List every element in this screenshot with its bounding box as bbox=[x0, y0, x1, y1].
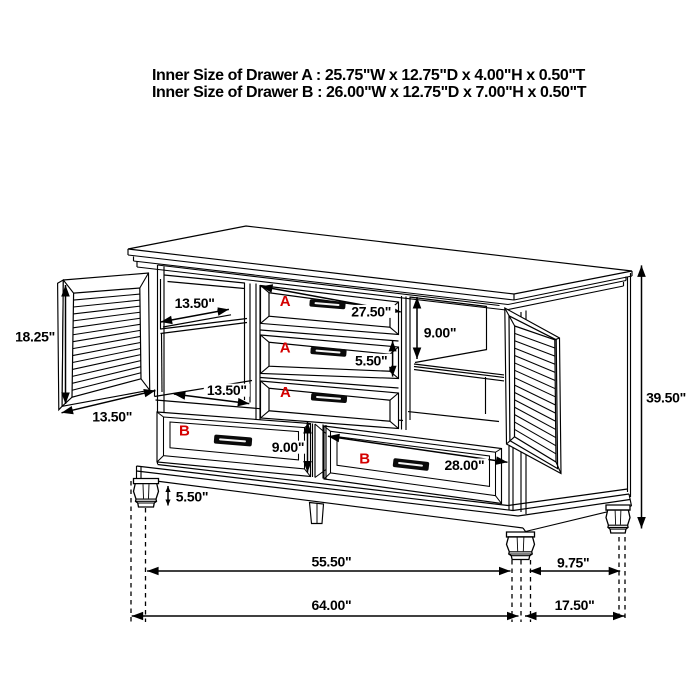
svg-text:9.00": 9.00" bbox=[424, 324, 456, 340]
svg-text:A: A bbox=[280, 339, 291, 356]
svg-text:B: B bbox=[359, 451, 370, 468]
svg-text:B: B bbox=[179, 422, 190, 439]
svg-text:A: A bbox=[280, 293, 291, 310]
svg-text:5.50": 5.50" bbox=[176, 489, 208, 505]
svg-text:18.25": 18.25" bbox=[15, 329, 55, 345]
svg-text:28.00": 28.00" bbox=[444, 457, 484, 473]
svg-text:9.00": 9.00" bbox=[272, 439, 304, 455]
svg-text:A: A bbox=[280, 384, 291, 401]
svg-text:55.50": 55.50" bbox=[311, 553, 351, 569]
svg-text:5.50": 5.50" bbox=[355, 352, 387, 368]
svg-text:27.50": 27.50" bbox=[351, 303, 391, 319]
svg-text:13.50": 13.50" bbox=[92, 409, 132, 425]
svg-text:13.50": 13.50" bbox=[175, 295, 215, 311]
svg-text:9.75": 9.75" bbox=[557, 555, 589, 571]
svg-text:64.00": 64.00" bbox=[311, 597, 351, 613]
svg-text:39.50": 39.50" bbox=[646, 390, 686, 406]
svg-text:13.50": 13.50" bbox=[207, 382, 247, 398]
svg-text:17.50": 17.50" bbox=[555, 597, 595, 613]
